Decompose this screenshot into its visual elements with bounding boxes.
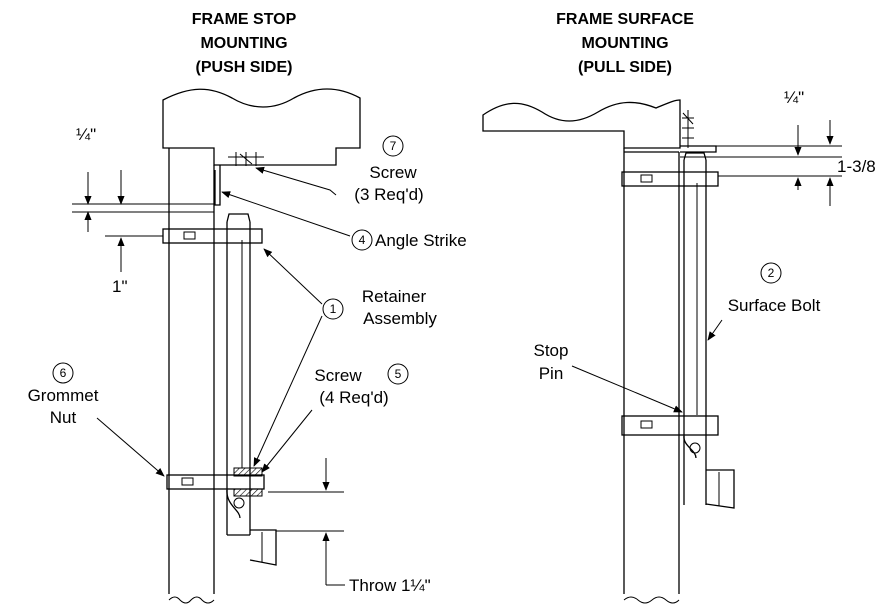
callout-2-circle: [760, 262, 782, 284]
right-title-line2: MOUNTING: [581, 35, 668, 52]
right-bottom-retainer: [621, 415, 719, 436]
right-three-eighths-label: 1-3/8: [837, 157, 876, 176]
left-one-inch-dimension: 1": [105, 235, 163, 296]
right-surface-bolt: [683, 152, 707, 505]
right-title-line1: FRAME SURFACE: [556, 11, 694, 28]
angle-strike-screw: [228, 152, 264, 166]
callout-7-number: 7: [390, 139, 397, 153]
right-door: [623, 148, 680, 604]
throw-dimension: Throw 1¼": [268, 458, 431, 595]
callout-4-number: 4: [359, 233, 366, 247]
throw-label: Throw 1¼": [349, 576, 431, 595]
callout-6-number: 6: [60, 366, 67, 380]
callout-1-line1: Retainer: [362, 287, 427, 306]
callout-7-circle: [382, 135, 404, 157]
callout-grommet-nut-6: 6 Grommet Nut: [28, 362, 165, 477]
left-one-inch-label: 1": [112, 277, 128, 296]
callout-1-line2: Assembly: [363, 309, 437, 328]
callout-4-circle: [351, 229, 373, 251]
callout-angle-strike-4: 4 Angle Strike: [221, 191, 467, 251]
callout-retainer-1: 1 Retainer Assembly: [253, 248, 437, 467]
callout-5-number: 5: [395, 367, 402, 381]
callout-6-line1: Grommet: [28, 386, 99, 405]
callout-2-number: 2: [768, 266, 775, 280]
angle-strike: [214, 165, 221, 206]
callout-4-label: Angle Strike: [375, 231, 467, 250]
left-drawing: FRAME STOP MOUNTING (PUSH SIDE): [28, 11, 467, 604]
left-title-line2: MOUNTING: [200, 35, 287, 52]
left-title-line3: (PUSH SIDE): [196, 59, 293, 76]
left-header-frame: [162, 88, 361, 166]
callout-6-circle: [52, 362, 74, 384]
left-surface-bolt: [226, 213, 251, 536]
right-top-retainer: [621, 171, 719, 187]
callout-5-line2: (4 Req'd): [319, 388, 388, 407]
right-header-screw: [682, 110, 694, 148]
left-title-line1: FRAME STOP: [192, 11, 297, 28]
callout-5-line1: Screw: [314, 366, 362, 385]
callout-7-line2: (3 Req'd): [354, 185, 423, 204]
right-header-frame: [482, 99, 681, 149]
right-dimensions: ¼" 1-3/8: [680, 88, 876, 206]
left-quarter-label: ¼": [76, 125, 96, 144]
callout-7-line1: Screw: [369, 163, 417, 182]
right-drawing: FRAME SURFACE MOUNTING (PULL SIDE): [482, 11, 876, 604]
callout-1-number: 1: [330, 302, 337, 316]
callout-stop-pin: Stop Pin: [534, 341, 683, 413]
callout-1-circle: [322, 298, 344, 320]
left-quarter-dimension: ¼": [72, 125, 214, 232]
callout-screw-7: 7 Screw (3 Req'd): [255, 135, 424, 204]
callout-screw-5: Screw 5 (4 Req'd): [261, 363, 409, 473]
callout-2-label: Surface Bolt: [728, 296, 821, 315]
right-quarter-label: ¼": [784, 88, 804, 107]
left-bolt-handle: [226, 489, 277, 566]
stop-pin-line2: Pin: [539, 364, 564, 383]
stop-pin-line1: Stop: [534, 341, 569, 360]
callout-5-circle: [387, 363, 409, 385]
left-door: [168, 148, 215, 604]
left-bottom-retainer: [166, 467, 265, 497]
right-bolt-handle: [683, 435, 735, 509]
callout-6-line2: Nut: [50, 408, 77, 427]
right-strike-plate: [680, 145, 717, 153]
left-top-retainer: [162, 228, 263, 244]
callout-surface-bolt-2: 2 Surface Bolt: [707, 262, 821, 341]
right-title-line3: (PULL SIDE): [578, 59, 672, 76]
